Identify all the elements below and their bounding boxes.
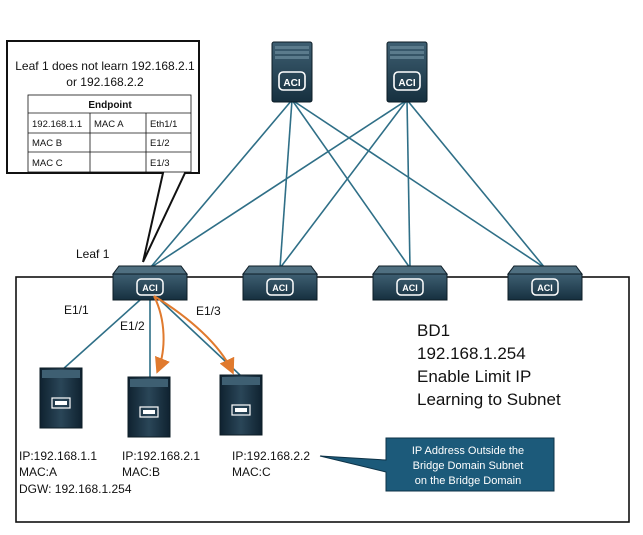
table-cell: Eth1/1 bbox=[150, 119, 177, 130]
aci-logo: ACI bbox=[283, 78, 300, 89]
leaf-switch-2: ACI bbox=[242, 265, 318, 301]
server-host-1 bbox=[39, 367, 83, 429]
aci-logo: ACI bbox=[398, 78, 415, 89]
port-label-e1-1: E1/1 bbox=[64, 303, 89, 317]
callout-line-2: or 192.168.2.2 bbox=[66, 75, 144, 89]
host-1-labels: IP:192.168.1.1 MAC:A DGW: 192.168.1.254 bbox=[19, 449, 132, 496]
host-ip: IP:192.168.1.1 bbox=[19, 449, 97, 463]
endpoint-table bbox=[27, 94, 192, 173]
server-host-3 bbox=[219, 374, 263, 436]
note-line-1: IP Address Outside the bbox=[412, 445, 524, 457]
callout: Leaf 1 does not learn 192.168.2.1 or 192… bbox=[6, 40, 200, 263]
table-cell: MAC A bbox=[94, 119, 124, 130]
fabric-frame bbox=[15, 276, 630, 523]
table-cell: 192.168.1.1 bbox=[32, 119, 82, 130]
port-label-e1-3: E1/3 bbox=[196, 304, 221, 318]
aci-logo: ACI bbox=[142, 283, 158, 293]
spine-switch: ACI bbox=[271, 41, 313, 103]
endpoint-table-title: Endpoint bbox=[88, 100, 132, 111]
host-ip: IP:192.168.2.2 bbox=[232, 449, 310, 463]
host-3-labels: IP:192.168.2.2 MAC:C bbox=[232, 449, 310, 479]
table-cell: MAC C bbox=[32, 158, 63, 169]
host-ip: IP:192.168.2.1 bbox=[122, 449, 200, 463]
server-host-2 bbox=[127, 376, 171, 438]
note-line-2: Bridge Domain Subnet bbox=[413, 460, 524, 472]
bd-line-2: 192.168.1.254 bbox=[417, 344, 526, 363]
bd-line-3: Enable Limit IP bbox=[417, 367, 531, 386]
traffic-arrows bbox=[153, 295, 235, 375]
table-cell: E1/2 bbox=[150, 138, 170, 149]
fabric-links bbox=[149, 99, 546, 269]
host-mac: MAC:A bbox=[19, 465, 57, 479]
bd-line-4: Learning to Subnet bbox=[417, 390, 561, 409]
host-gateway: DGW: 192.168.1.254 bbox=[19, 482, 132, 496]
leaf-switch-3: ACI bbox=[372, 265, 448, 301]
host-2-labels: IP:192.168.2.1 MAC:B bbox=[122, 449, 200, 479]
bridge-domain-info: BD1 192.168.1.254 Enable Limit IP Learni… bbox=[417, 321, 561, 409]
leaf-switch-1: ACI bbox=[112, 265, 188, 301]
port-label-e1-2: E1/2 bbox=[120, 319, 145, 333]
leaf-switch-4: ACI bbox=[507, 265, 583, 301]
callout-line-1: Leaf 1 does not learn 192.168.2.1 bbox=[15, 59, 195, 73]
aci-logo: ACI bbox=[537, 283, 553, 293]
note-line-3: on the Bridge Domain bbox=[415, 475, 521, 487]
table-cell: E1/3 bbox=[150, 158, 170, 169]
host-mac: MAC:B bbox=[122, 465, 160, 479]
table-cell: MAC B bbox=[32, 138, 62, 149]
aci-logo: ACI bbox=[402, 283, 418, 293]
spine-switch: ACI bbox=[386, 41, 428, 103]
aci-logo: ACI bbox=[272, 283, 288, 293]
host-mac: MAC:C bbox=[232, 465, 271, 479]
leaf1-label: Leaf 1 bbox=[76, 247, 110, 261]
bd-line-1: BD1 bbox=[417, 321, 450, 340]
note-callout: IP Address Outside the Bridge Domain Sub… bbox=[319, 437, 555, 492]
